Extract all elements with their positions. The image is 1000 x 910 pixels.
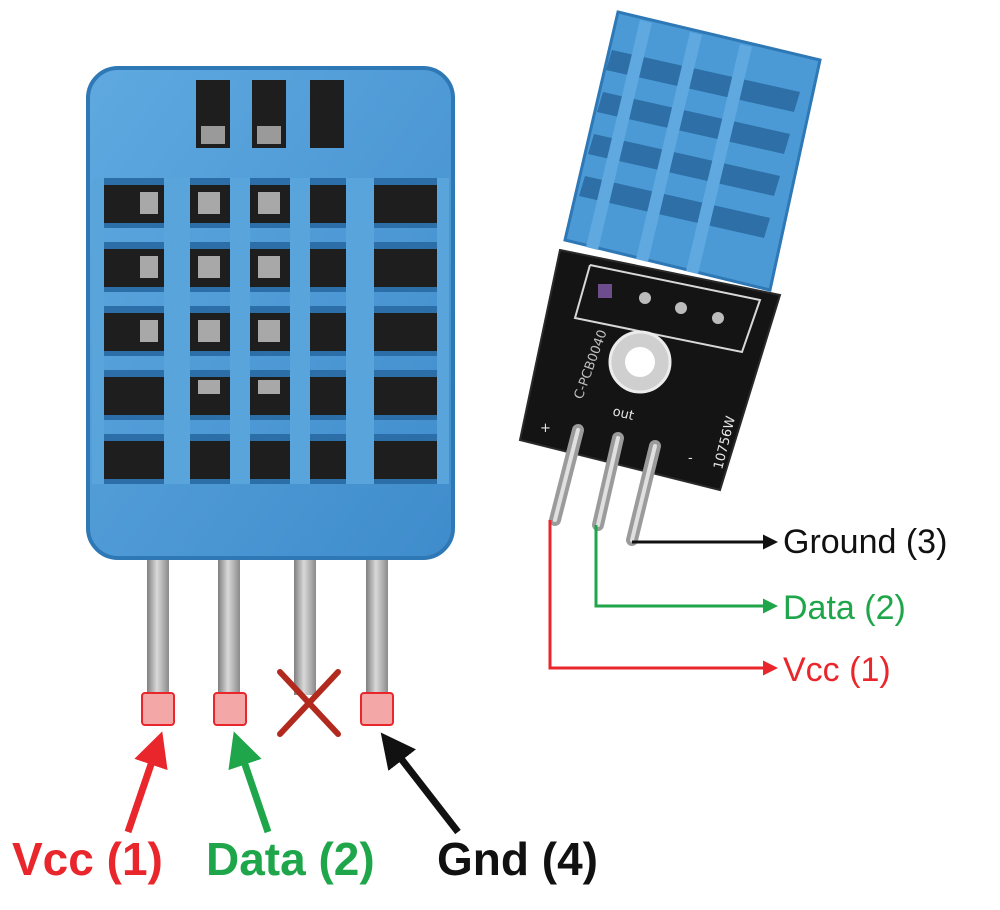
label-ground-right: Ground (3) [783,523,947,561]
vcc-leader [548,520,778,676]
label-data-right: Data (2) [783,589,906,627]
module-pin-leaders [548,520,778,676]
pin-2-end [213,692,247,726]
pin-1 [147,555,169,695]
label-vcc-right: Vcc (1) [783,651,891,689]
pin-3 [294,555,316,695]
gnd-arrow [380,732,461,835]
pin-4 [366,555,388,695]
pcb-minus-text: - [688,451,693,466]
vcc-arrow [124,731,168,834]
pcb-plus-text: + [540,421,551,436]
x-mark-icon [277,669,341,737]
data-arrow [228,731,272,834]
pin-4-end [360,692,394,726]
dht11-sensor: Vcc (1) Data (2) Gnd (4) [12,66,598,885]
module-pins [549,424,661,546]
sensor-grille [92,178,449,484]
pin-1-end [141,692,175,726]
label-data-left: Data (2) [206,833,375,885]
label-vcc-left: Vcc (1) [12,833,163,885]
pin-2 [218,555,240,695]
pcb-out-text: out [611,404,635,424]
module-sensor-grille [579,50,800,238]
sensor-top-slots [196,80,344,148]
dht11-module: out + - 10756W C-PCB0040 [518,10,947,689]
data-leader [594,525,778,614]
label-gnd-left: Gnd (4) [437,833,598,885]
sensor-pins [141,555,394,726]
left-pin-arrows [124,731,461,835]
